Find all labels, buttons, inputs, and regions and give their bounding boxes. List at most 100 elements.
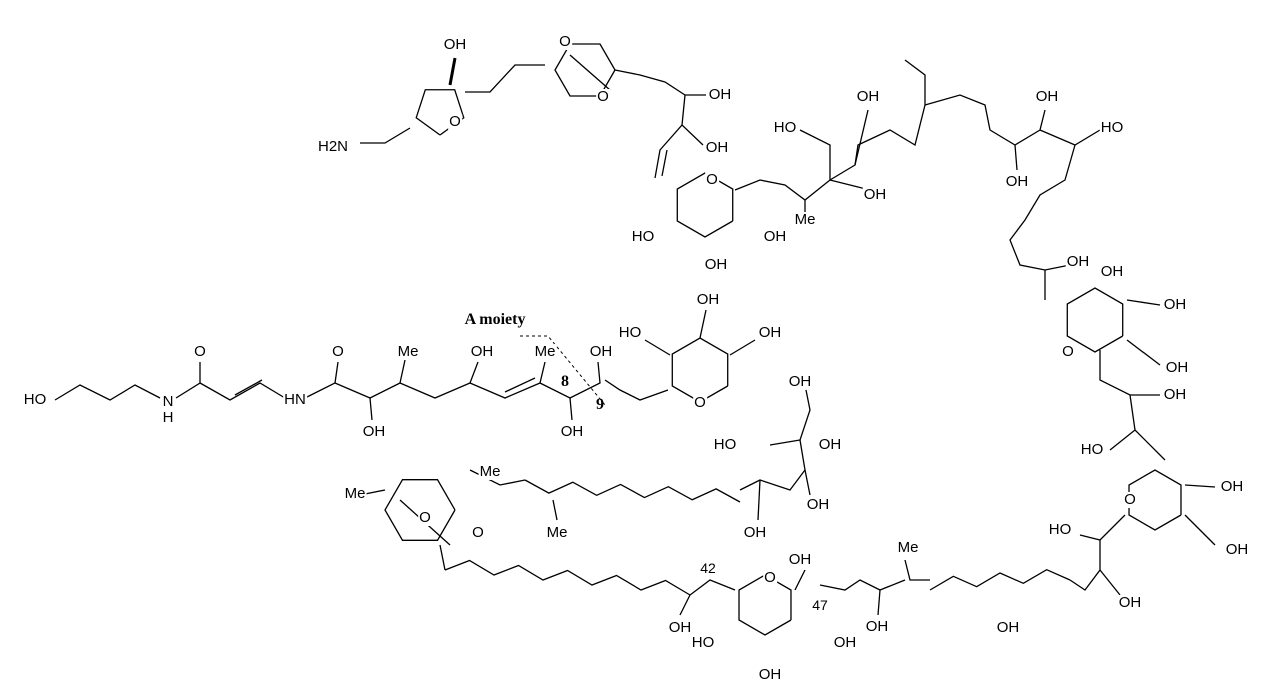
atom-label: OH [361,423,387,440]
bond [444,559,691,596]
atom-label: Me [896,539,920,556]
atom-label: OH [864,618,890,635]
bond [1039,129,1101,146]
bond [738,574,792,636]
atom-label: OH [667,619,693,636]
bond [369,397,373,421]
atom-label: OH [742,524,768,541]
atom-label: OH [1162,296,1188,313]
bond [469,361,546,399]
bond [1128,469,1182,531]
atom-label: OH [695,291,721,308]
bond [539,361,601,399]
atom-label: O [331,343,345,360]
bond [676,172,734,238]
atom-label: HO [1047,521,1073,538]
bond [364,489,386,495]
bond [569,54,611,91]
bond [1066,287,1124,353]
atom-label: OH [787,551,813,568]
bond [654,124,683,179]
bond [699,309,707,339]
bond [854,59,926,166]
atom-label: OH [855,88,881,105]
atom-label: OH [559,423,585,440]
atom-label: O [558,33,572,50]
bond [199,382,286,401]
atom-label: OH [1117,594,1143,611]
bond [604,379,669,401]
atom-label: H [161,409,175,426]
bond [448,57,457,86]
bond [465,64,545,93]
atom-label: HO [712,436,738,453]
atom-label: O [596,88,610,105]
atom-label: N [161,393,175,410]
atom-label: H2N [316,138,350,155]
atom-label: OH [805,496,831,513]
atom-label: HO [630,228,656,245]
bond [734,109,869,201]
bond [681,94,704,146]
atom-label: HN [283,391,307,408]
bond [661,149,668,177]
position-label: 9 [596,396,604,413]
bond [729,339,756,356]
position-label: 8 [561,373,569,390]
atom-label: OH [1065,253,1091,270]
bond [334,359,406,399]
atom-label: HO [22,391,48,408]
atom-label: O [448,113,462,130]
atom-label: OH [1034,88,1060,105]
bond [524,479,741,503]
atom-label: OH [995,619,1021,636]
bond [1069,540,1101,591]
atom-label: OH [704,139,730,156]
atom-label: HO [690,634,716,651]
atom-label: O [193,343,207,360]
bond [799,129,831,180]
bond [1099,350,1160,396]
bond [1126,299,1161,306]
atom-label: O [471,524,485,541]
atom-label: OH [1162,386,1188,403]
atom-label: HO [772,119,798,136]
bond [614,69,706,96]
bond [671,337,729,403]
bond [175,362,201,399]
atom-label: OH [707,86,733,103]
atom-label: OH [1099,263,1125,280]
bond [439,544,446,571]
bond [794,569,806,591]
atom-label: OH [832,634,858,651]
atom-label: OH [1224,541,1250,558]
atom-label: O [693,394,707,411]
atom-label: Me [478,463,502,480]
atom-label: OH [757,324,783,341]
atom-label: OH [817,436,843,453]
atom-label: HO [1099,119,1125,136]
bond [54,384,161,401]
atom-label: OH [442,36,468,53]
bond [739,384,811,491]
atom-label: O [1061,343,1075,360]
bond [929,568,1071,591]
a-moiety-annotation: A moiety [464,311,526,328]
bond [757,479,761,521]
position-label: 42 [699,560,717,576]
bond [644,339,671,356]
atom-label: OH [787,373,813,390]
bond [504,377,536,393]
atom-label: OH [757,666,783,683]
atom-label: HO [1079,441,1105,458]
atom-label: Me [545,524,569,541]
bond [1079,514,1126,541]
atom-label: Me [343,485,367,502]
bond [877,589,881,616]
bond [384,479,456,541]
position-label: 47 [811,597,829,613]
bond [1009,144,1076,271]
bond [1109,394,1136,451]
atom-label: O [418,509,432,526]
bond [819,579,906,591]
